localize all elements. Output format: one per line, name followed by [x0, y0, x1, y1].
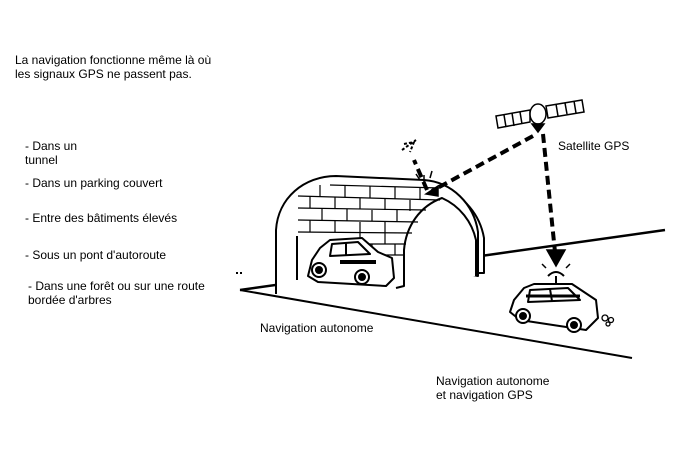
road-end-marks [236, 272, 242, 274]
intro-text: La navigation fonctionne même là où les … [15, 53, 211, 81]
condition-line: bordée d'arbres [28, 293, 112, 307]
gps-signal-lines [412, 133, 557, 253]
autonomous-navigation-label: Navigation autonome [260, 321, 374, 335]
intro-line-1: La navigation fonctionne même là où [15, 53, 212, 67]
satellite-icon [495, 99, 585, 134]
condition-line: - Dans une forêt ou sur une route [28, 279, 205, 293]
condition-line: tunnel [25, 153, 58, 167]
condition-line: - Sous un pont d'autoroute [25, 248, 167, 262]
satellite-label: Satellite GPS [558, 139, 630, 153]
car-icon [509, 271, 599, 333]
car-icon [307, 237, 395, 287]
autonomous-gps-navigation-label: Navigation autonome et navigation GPS [436, 374, 549, 402]
condition-forest: - Dans une forêt ou sur une route bordée… [28, 279, 205, 307]
blocked-signal-arrow-icon [401, 139, 417, 153]
condition-line: - Dans un parking couvert [25, 176, 163, 190]
antenna-signal-icon [541, 263, 571, 269]
exhaust-icon [601, 314, 615, 327]
label-line: et navigation GPS [436, 388, 533, 402]
intro-line-2: les signaux GPS ne passent pas. [15, 67, 192, 81]
signal-deflection-icon [415, 170, 433, 182]
condition-line: - Entre des bâtiments élevés [25, 211, 178, 225]
condition-line: - Dans un [25, 139, 78, 153]
condition-buildings: - Entre des bâtiments élevés [25, 211, 177, 225]
condition-parking: - Dans un parking couvert [25, 176, 162, 190]
label-line: Navigation autonome [436, 374, 550, 388]
condition-tunnel: - Dans un tunnel [25, 139, 77, 167]
condition-bridge: - Sous un pont d'autoroute [25, 248, 166, 262]
signal-arrow-icon [424, 184, 567, 268]
